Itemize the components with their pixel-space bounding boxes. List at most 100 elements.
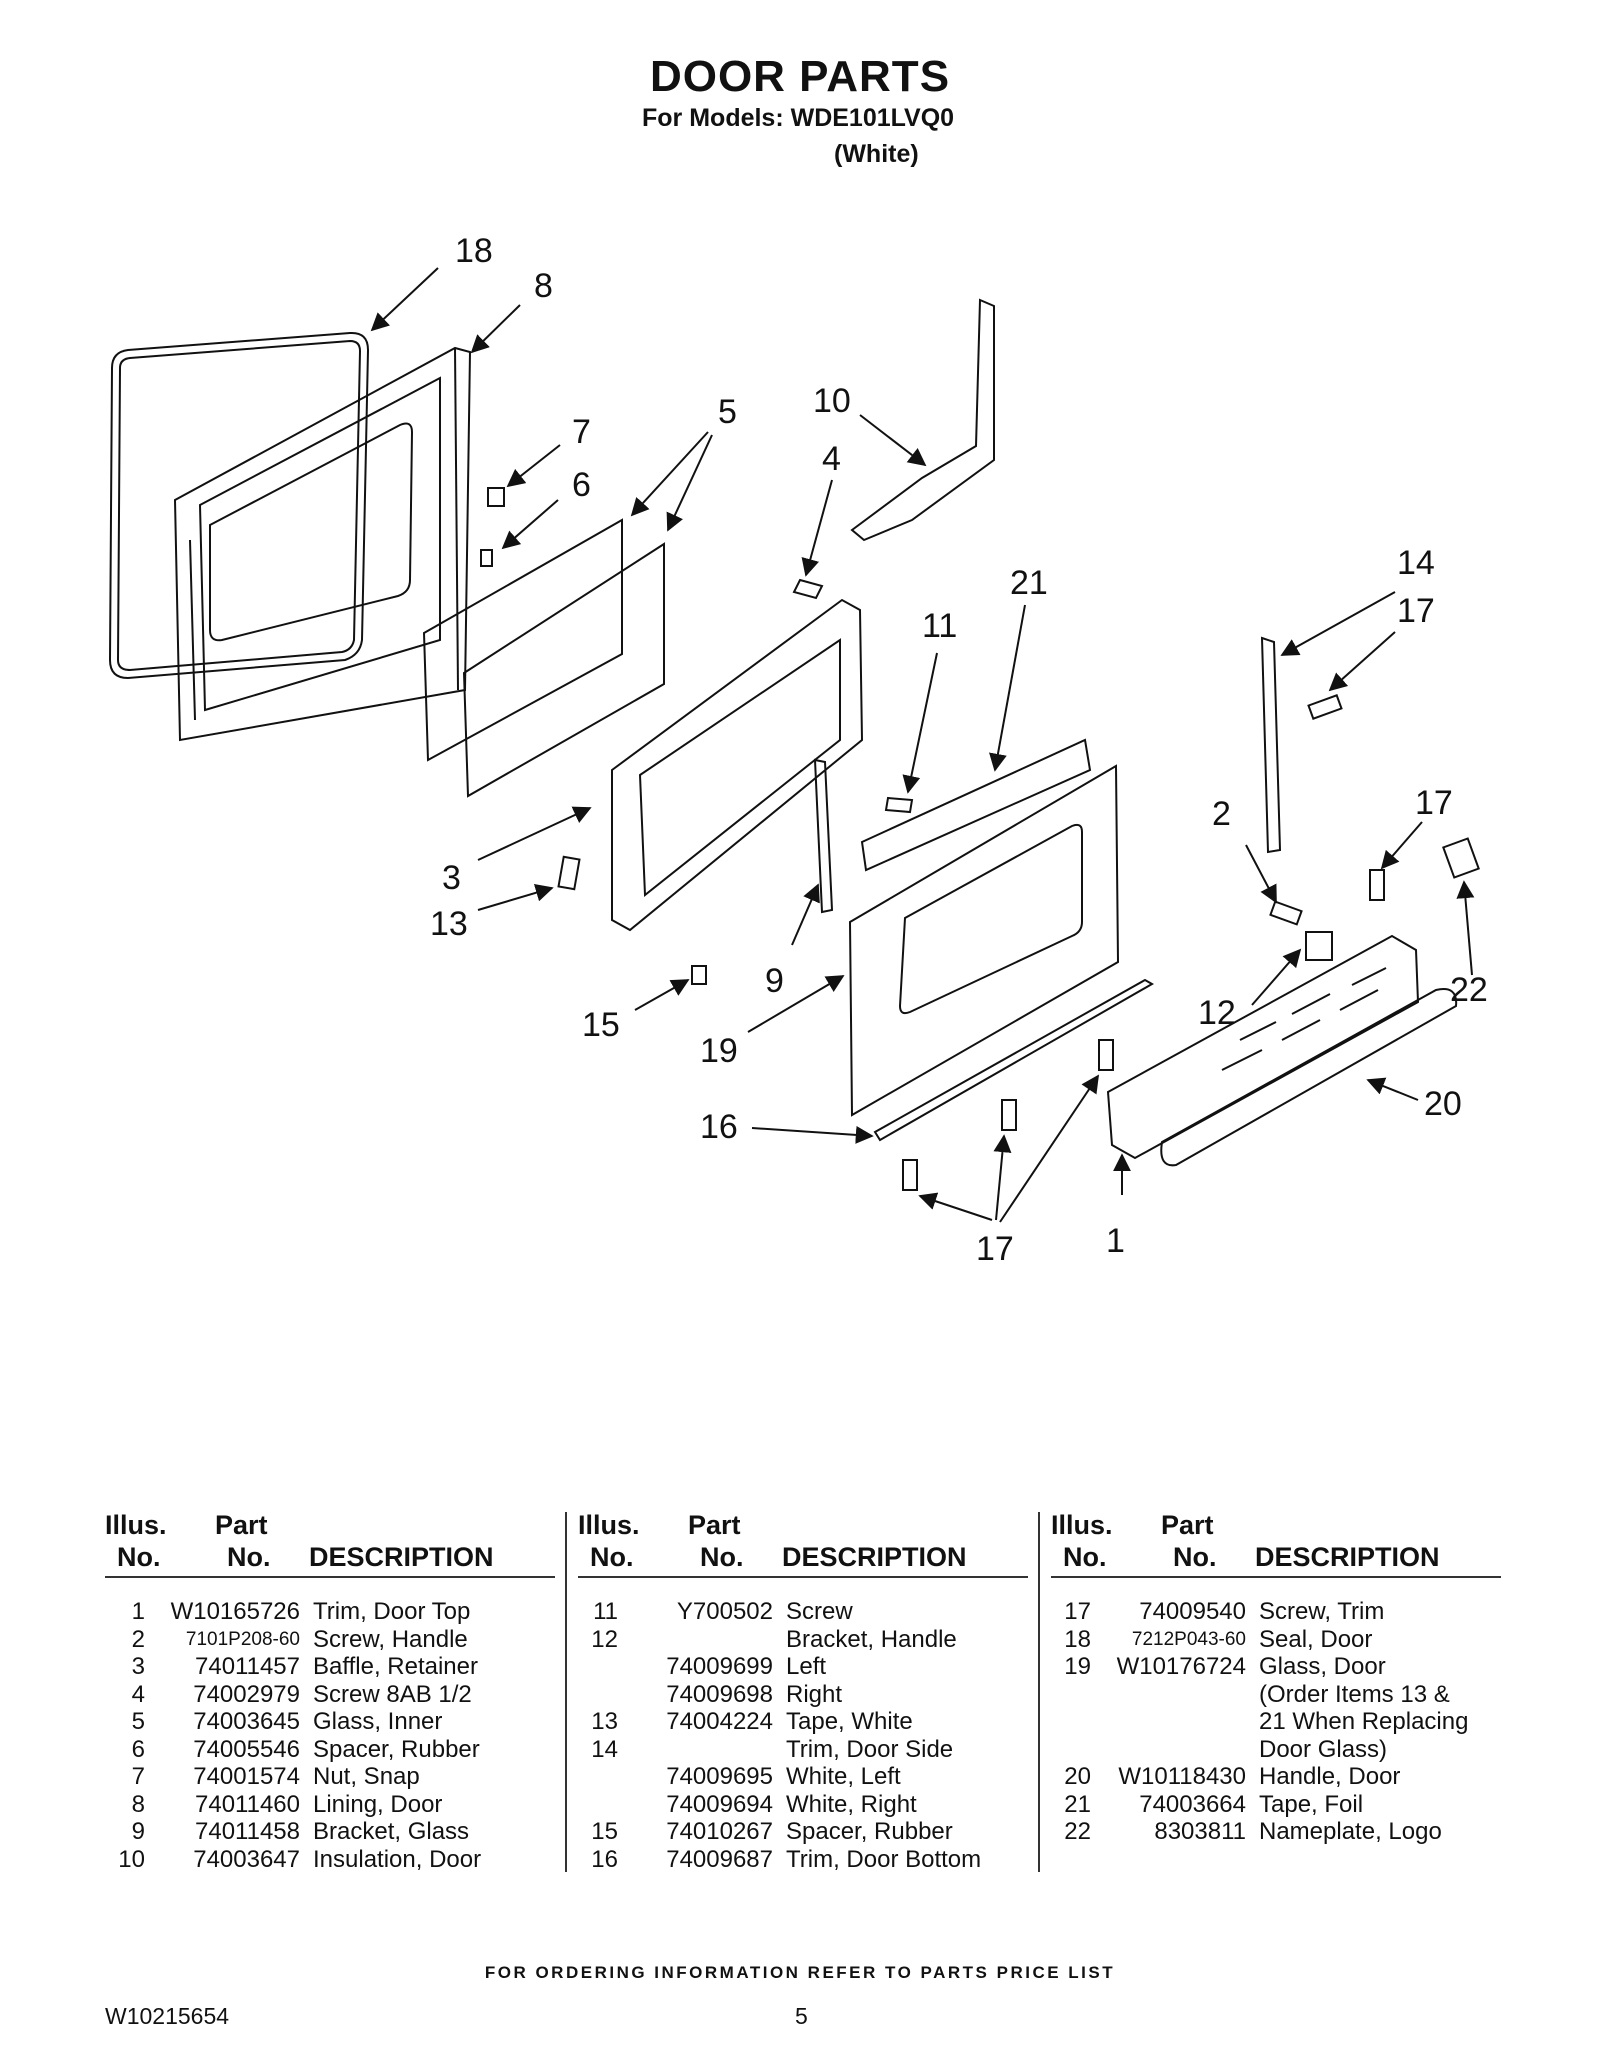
door-side-trim-part — [1260, 636, 1282, 854]
callout-label: 17 — [1415, 784, 1453, 822]
rubber-spacer-part — [480, 549, 493, 567]
models-subtitle: For Models: WDE101LVQ0 — [642, 104, 955, 132]
header-part: Part — [1161, 1510, 1214, 1540]
callout-label: 6 — [572, 466, 591, 504]
callout-label: 3 — [442, 859, 461, 897]
baffle-retainer-part — [611, 598, 864, 932]
header-description: DESCRIPTION — [782, 1542, 967, 1572]
column-divider — [1038, 1512, 1040, 1872]
header-part: Part — [688, 1510, 741, 1540]
header-description: DESCRIPTION — [309, 1542, 494, 1572]
screw-17-a-part — [902, 1159, 918, 1191]
callout-label: 20 — [1424, 1085, 1462, 1123]
callout-label: 10 — [813, 382, 851, 420]
header-illus: Illus. — [1051, 1510, 1113, 1540]
callout-label: 13 — [430, 905, 468, 943]
leader-lines — [370, 267, 1475, 1223]
callout-label: 2 — [1212, 795, 1231, 833]
table-row: (Order Items 13 & — [1259, 1680, 1450, 1708]
table-row: 21 When Replacing — [1259, 1708, 1469, 1735]
callout-label: 7 — [572, 413, 591, 451]
foil-tape-part — [860, 738, 1092, 872]
page-number: 5 — [795, 2003, 808, 2029]
table-header: Illus. Part No. No. DESCRIPTION — [105, 1510, 555, 1578]
door-bottom-trim-part — [873, 978, 1155, 1142]
header-no: No. — [1173, 1542, 1217, 1572]
table-row: Door Glass) — [1259, 1735, 1388, 1763]
header-no: No. — [117, 1542, 161, 1572]
callout-label: 1 — [1106, 1222, 1125, 1260]
exploded-parts-diagram: 18 8 7 6 5 10 4 21 11 14 17 3 13 9 2 17 … — [108, 232, 1488, 1268]
callout-label: 11 — [922, 607, 957, 645]
header-illus: Illus. — [105, 1510, 167, 1540]
callout-label: 15 — [582, 1006, 620, 1044]
header-no: No. — [700, 1542, 744, 1572]
rubber-spacer-15-part — [691, 965, 707, 985]
screw-17-b-part — [1001, 1099, 1017, 1131]
screw-17-c-part — [1098, 1039, 1114, 1071]
callout-numbers: 18 8 7 6 5 10 4 21 11 14 17 3 13 9 2 17 … — [430, 232, 1488, 1268]
table-header: Illus. Part No. No. DESCRIPTION — [1051, 1510, 1501, 1578]
header-no: No. — [1063, 1542, 1107, 1572]
table-header: Illus. Part No. No. DESCRIPTION — [578, 1510, 1028, 1578]
callout-label: 4 — [822, 440, 841, 478]
callout-label: 12 — [1198, 994, 1236, 1032]
door-top-trim-part — [1106, 934, 1420, 1160]
header-part: Part — [215, 1510, 268, 1540]
glass-bracket-part — [813, 758, 834, 914]
door-insulation-part — [850, 298, 995, 542]
door-glass-part — [848, 764, 1120, 1117]
white-tape-part — [557, 855, 581, 891]
callout-label: 9 — [765, 962, 784, 1000]
callout-label: 18 — [455, 232, 493, 270]
ordering-note: FOR ORDERING INFORMATION REFER TO PARTS … — [484, 1963, 1116, 1982]
callout-label: 8 — [534, 267, 553, 305]
nameplate-logo-part — [1442, 837, 1480, 879]
callout-label: 21 — [1010, 564, 1048, 602]
screw-11-part — [884, 796, 914, 814]
document-number: W10215654 — [105, 2003, 230, 2029]
callout-label: 17 — [976, 1230, 1014, 1268]
door-seal-part — [108, 331, 370, 680]
screw-4-part — [792, 578, 824, 600]
header-no: No. — [590, 1542, 634, 1572]
door-handle-part — [1160, 988, 1458, 1167]
column-divider — [565, 1512, 567, 1872]
door-lining-part — [173, 346, 472, 742]
callout-label: 5 — [718, 393, 737, 431]
header-no: No. — [227, 1542, 271, 1572]
callout-label: 22 — [1450, 971, 1488, 1009]
header-illus: Illus. — [578, 1510, 640, 1540]
snap-nut-part — [487, 487, 505, 507]
page-title: DOOR PARTS — [649, 52, 951, 101]
